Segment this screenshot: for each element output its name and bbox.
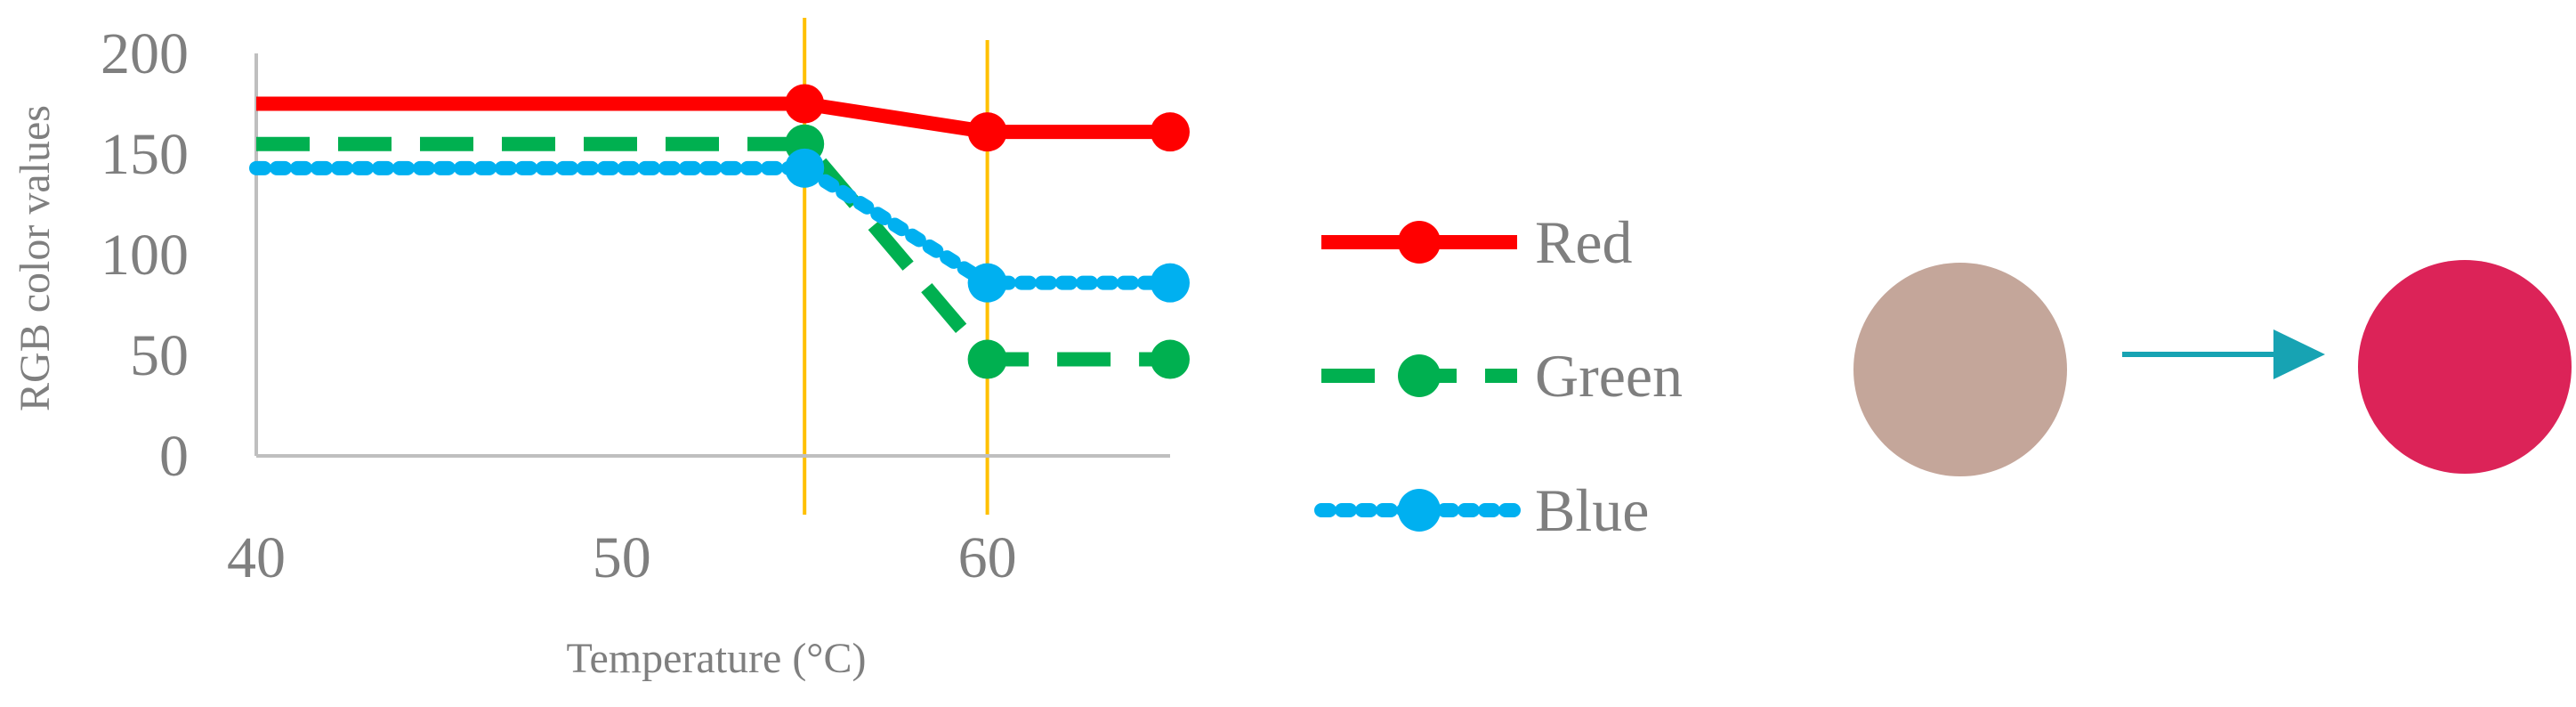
sample-images [1853,260,2572,476]
y-axis-title: RGB color values [12,105,59,411]
legend-item-red: Red [1321,208,1633,276]
legend-marker [1398,354,1441,397]
legend-label: Green [1535,342,1683,410]
x-tick-labels: 40 50 60 [227,525,1017,590]
data-point-green [967,339,1007,379]
legend-label: Blue [1535,476,1649,544]
y-tick-label: 100 [101,223,189,288]
x-tick-label: 50 [593,525,651,590]
x-tick-label: 60 [958,525,1017,590]
sample-before-circle [1853,263,2067,476]
data-point-blue [1151,263,1190,303]
axes [254,53,1170,458]
data-point-red [967,112,1007,152]
data-point-blue [967,263,1007,303]
data-point-blue [785,148,825,188]
legend-item-green: Green [1321,342,1683,410]
y-tick-label: 50 [130,323,189,388]
y-tick-label: 150 [101,122,189,187]
data-point-red [785,84,825,124]
y-tick-label: 0 [159,424,189,489]
x-axis-title: Temperature (°C) [566,635,866,682]
series-line-red [256,96,1170,140]
sample-after-circle [2358,260,2572,474]
legend-marker [1398,221,1441,264]
x-tick-label: 40 [227,525,286,590]
legend-marker [1398,489,1441,532]
series-line-blue [249,160,1177,290]
y-tick-labels: 0 50 100 150 200 [101,21,189,489]
arrow-icon [2122,329,2325,379]
legend-label: Red [1535,208,1633,276]
series-line-green [256,136,1170,367]
series-blue [249,148,1190,303]
data-point-green [1151,339,1190,379]
legend-item-blue: Blue [1314,476,1649,544]
series-red [256,84,1190,152]
y-tick-label: 200 [101,21,189,86]
data-point-red [1151,112,1190,152]
series-layer [249,84,1190,379]
arrow-head [2273,329,2325,379]
